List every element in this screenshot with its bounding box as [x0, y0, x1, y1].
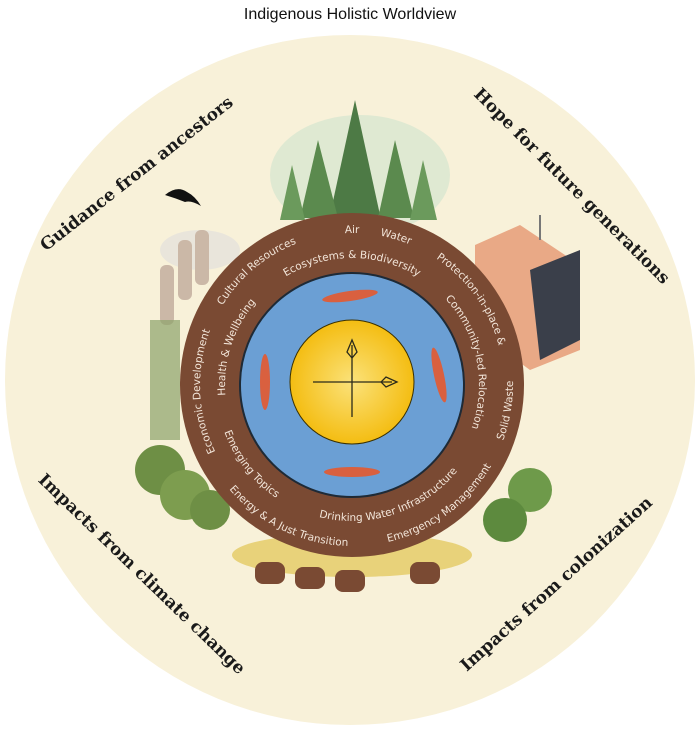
arrows-cross-icon: [313, 338, 399, 417]
diagram-title: Indigenous Holistic Worldview: [243, 6, 457, 23]
ancestors-illustration: [160, 230, 240, 325]
salmon-icons: [260, 289, 447, 477]
bird-icon: [165, 189, 201, 206]
label-air: Air: [345, 224, 361, 236]
forest-illustration: [270, 100, 450, 235]
